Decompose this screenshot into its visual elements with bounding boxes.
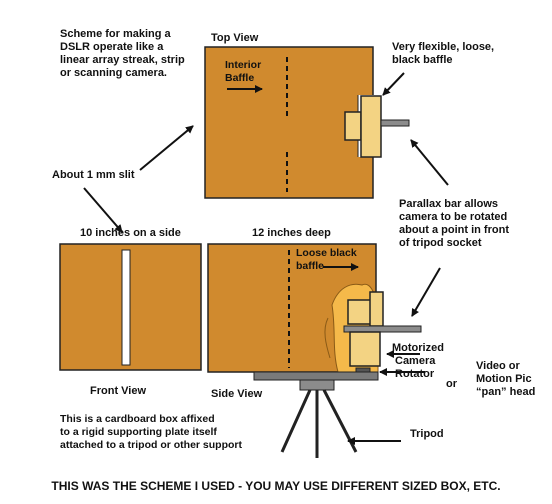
cardboard-line3: attached to a tripod or other support (60, 439, 243, 451)
tripod-leg-right (322, 389, 358, 453)
tripod-label: Tripod (410, 428, 444, 440)
motorized-line1: Motorized (392, 342, 444, 354)
tripod-assembly (253, 371, 379, 458)
video-line3: “pan” head (476, 386, 535, 398)
side-baffle-fold (324, 317, 331, 359)
video-line1: Video or (476, 360, 521, 372)
cardboard-line2: to a rigid supporting plate itself (60, 426, 217, 438)
side-view-label: Side View (211, 388, 263, 400)
top-view-box (204, 46, 410, 199)
front-view-box (59, 243, 202, 371)
top-camera-lens (344, 111, 362, 141)
parallax-line3: about a point in front (399, 224, 509, 236)
scheme-text-line1: Scheme for making a (60, 28, 172, 40)
side-view-box (207, 243, 422, 375)
front-view-label: Front View (90, 385, 146, 397)
top-camera-body (360, 95, 382, 158)
parallax-line2: camera to be rotated (399, 211, 507, 223)
parallax-line4: of tripod socket (399, 237, 482, 249)
side-rotator (349, 331, 381, 367)
slit-label: About 1 mm slit (52, 169, 135, 181)
loose-baffle-line2: baffle (296, 260, 324, 272)
video-line2: Motion Pic (476, 373, 532, 385)
motorized-or: or (446, 378, 458, 390)
interior-baffle-line1: Interior (225, 59, 261, 71)
tripod-head (299, 379, 335, 391)
top-view-title: Top View (211, 32, 259, 44)
top-parallax-bar (380, 119, 410, 127)
motorized-line3: Rotator (395, 368, 435, 380)
arrows (83, 72, 449, 445)
parallax-arrow-top (410, 139, 449, 186)
interior-baffle-line2: Baffle (225, 72, 254, 84)
loose-baffle-line1: Loose black (296, 247, 357, 259)
footer-note: THIS WAS THE SCHEME I USED - YOU MAY USE… (51, 479, 500, 493)
scheme-text-line4: or scanning camera. (60, 67, 167, 79)
slit-arrow-up (139, 125, 194, 171)
side-camera-body (369, 291, 384, 327)
labels: Scheme for making a DSLR operate like a … (51, 28, 535, 493)
flexible-baffle-line2: black baffle (392, 54, 453, 66)
ten-inches-label: 10 inches on a side (80, 227, 181, 239)
scheme-text-line2: DSLR operate like a (60, 41, 164, 53)
tripod-leg-left (280, 389, 312, 453)
flexible-baffle-line1: Very flexible, loose, (392, 41, 494, 53)
scheme-text-line3: linear array streak, strip (60, 54, 185, 66)
side-parallax-bar (343, 325, 422, 333)
twelve-inches-label: 12 inches deep (252, 227, 331, 239)
parallax-line1: Parallax bar allows (399, 198, 498, 210)
support-plate (253, 371, 379, 381)
front-slit (121, 249, 131, 366)
motorized-line2: Camera (395, 355, 436, 367)
cardboard-line1: This is a cardboard box affixed (60, 413, 215, 425)
parallax-arrow-side (411, 267, 441, 317)
flexible-baffle-arrow (382, 72, 405, 96)
slit-arrow-down (83, 187, 123, 233)
